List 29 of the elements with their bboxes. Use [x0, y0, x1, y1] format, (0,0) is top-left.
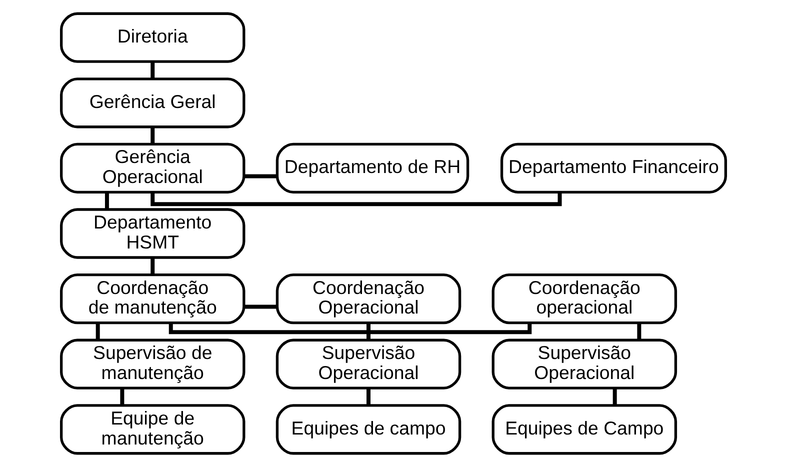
node-box: Supervisão de manutenção — [60, 338, 245, 390]
node-box: Equipe de manutenção — [60, 404, 245, 455]
connector — [612, 388, 616, 406]
connector — [244, 304, 277, 309]
connector — [636, 323, 641, 340]
connector — [150, 258, 154, 275]
node-box: Coordenação Operacional — [275, 273, 461, 324]
node-box: Equipes de Campo — [491, 404, 677, 455]
connector — [366, 388, 370, 406]
connector — [120, 388, 124, 406]
node-box: Departamento de RH — [275, 142, 469, 194]
node-box: Coordenação operacional — [491, 273, 677, 324]
connector — [150, 127, 154, 144]
node-box: Diretoria — [60, 12, 245, 63]
node-box: Coordenação de manutenção — [60, 273, 245, 324]
connector — [366, 323, 370, 340]
connector — [243, 174, 277, 178]
node-box: Supervisão Operacional — [491, 338, 677, 390]
connector — [168, 323, 532, 334]
node-box: Supervisão Operacional — [275, 338, 461, 390]
connector — [150, 62, 154, 79]
connector — [95, 323, 100, 340]
node-box: Departamento Financeiro — [500, 142, 726, 194]
connector — [104, 192, 108, 210]
connector — [150, 192, 562, 206]
node-box: Departamento HSMT — [60, 208, 245, 259]
node-box: Gerência Geral — [60, 78, 245, 128]
node-box: Gerência Operacional — [60, 142, 245, 194]
node-box: Equipes de campo — [275, 404, 461, 455]
